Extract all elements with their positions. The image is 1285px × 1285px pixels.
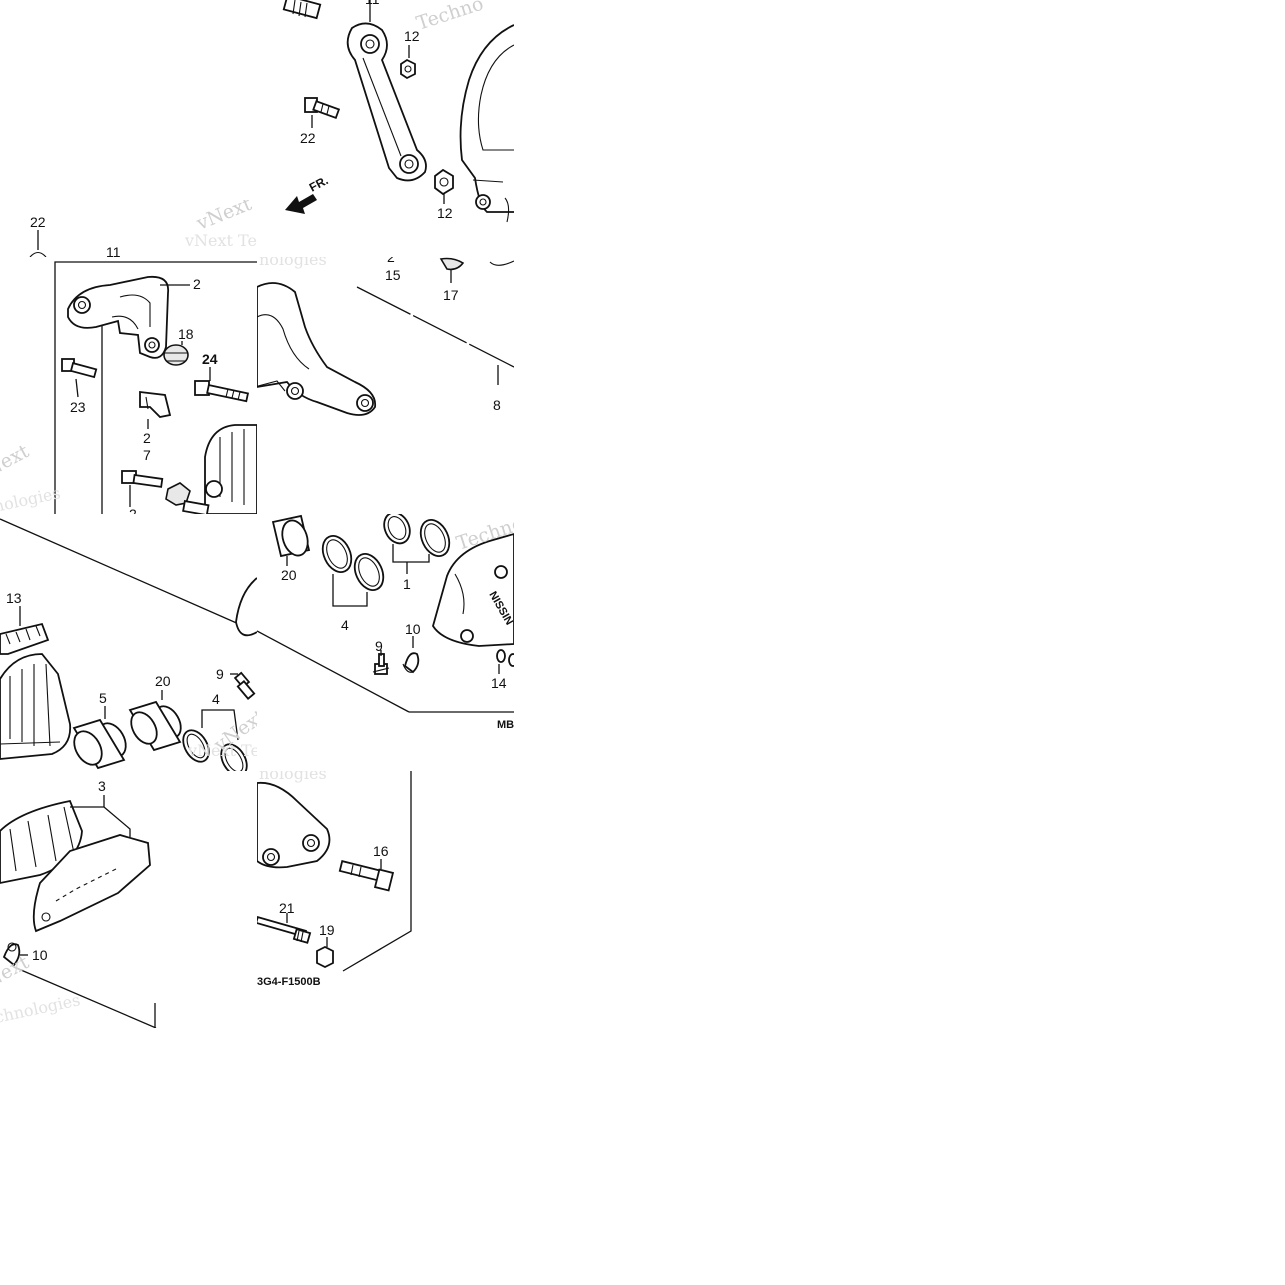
bolt-24-part [194, 380, 250, 403]
bolt-23-part [61, 358, 98, 379]
seal-4-part [182, 729, 248, 771]
callout-2-lower: 2 [129, 506, 137, 514]
boot-18-part [163, 344, 189, 366]
boot-17-part [439, 257, 465, 271]
callout-23: 23 [70, 399, 86, 415]
callout-9-a: 9 [216, 666, 224, 682]
watermark-mid-text: vNext Tec [184, 231, 257, 250]
brake-pad-part [0, 799, 151, 933]
bracket-right-part [459, 24, 514, 223]
piston-20-b-part [271, 514, 311, 558]
piston-5-part [72, 718, 127, 770]
seal-4-b-part [321, 535, 385, 591]
callout-4-b: 4 [341, 617, 349, 633]
watermark-g-text: nologies [259, 771, 327, 783]
callout-2-c: 2 [387, 257, 395, 265]
piston-20-part [128, 700, 182, 752]
callout-2-bracket: 2 [193, 276, 201, 292]
diagram-tile-caliper-mount: nologies 2 15 17 8 [257, 257, 514, 514]
pad-spring-13-part [0, 622, 50, 655]
bleeder-9-b-part [372, 653, 390, 675]
callout-12-bottom: 12 [437, 205, 453, 221]
watermark-f-text-2: chnologies [0, 990, 82, 1027]
caliper-mount-part [257, 282, 377, 416]
callout-17: 17 [443, 287, 459, 303]
callout-4-a: 4 [212, 691, 220, 707]
callout-9-b: 9 [375, 638, 383, 654]
diagram-tile-brake-pads: 3 10 vNext chnologies [0, 771, 257, 1028]
caliper-bracket-part [67, 275, 170, 359]
callout-3: 3 [98, 778, 106, 794]
callout-15: 15 [385, 267, 401, 283]
callout-20-b: 20 [281, 567, 297, 583]
callout-10-b: 10 [32, 947, 48, 963]
callout-1: 1 [403, 576, 411, 592]
callout-20-a: 20 [155, 673, 171, 689]
callout-24: 24 [202, 351, 218, 367]
front-direction-arrow: FR. [285, 173, 330, 214]
caliper-half-part [0, 653, 72, 760]
bleeder-9-part [233, 671, 256, 700]
front-direction-label: FR. [307, 173, 331, 194]
diagram-code-a: MB [497, 719, 514, 731]
callout-11-top: 11 [365, 0, 380, 7]
cap-10-part [402, 652, 420, 674]
diagram-tile-bracket: 2 18 24 23 2 7 [0, 257, 257, 514]
watermark-d-text: vNext Tec [187, 741, 257, 760]
seal-1-part [383, 514, 451, 557]
diagram-tile-caliper: 13 5 20 [0, 514, 257, 771]
caliper-half-right-part: NISSIN [432, 533, 514, 647]
plug-19-part [316, 945, 334, 969]
diagram-tile-pins: nologies 16 21 [257, 771, 514, 1028]
bolt-22-part [304, 97, 341, 120]
callout-10-a: 10 [405, 621, 421, 637]
callout-18: 18 [178, 326, 194, 342]
watermark-mid-text-2: vNext [193, 200, 255, 235]
watermark-text: Techno [414, 0, 486, 35]
watermark-left-text: vNext [0, 440, 33, 487]
diagram-tile-caliper-pistons: 20 4 1 NISSIN [257, 514, 514, 771]
callout-12-top: 12 [404, 28, 420, 44]
callout-7: 7 [143, 447, 151, 463]
watermark-left-text-2: nologies [0, 483, 62, 514]
pad-spring-part [139, 390, 172, 418]
callout-11: 11 [106, 244, 121, 257]
pin-21-part [257, 916, 312, 944]
caliper-body-25-part [204, 424, 257, 514]
pin-16-part [338, 860, 395, 892]
diagram-strip-header: 22 11 vNext Tec vNext [0, 200, 257, 257]
callout-16: 16 [373, 843, 389, 859]
cap-10-b-part [2, 942, 21, 967]
bolt-top-part [282, 0, 322, 20]
watermark-c-text: nologies [259, 257, 327, 269]
caliper-edge-part [257, 781, 331, 869]
callout-2-clip: 2 [143, 430, 151, 446]
nut-top-part [400, 58, 416, 80]
callout-8: 8 [493, 397, 501, 413]
linkage-arm-part [346, 22, 427, 182]
nut-bottom-part [434, 168, 454, 196]
diagram-code-b: 3G4-F1500B [257, 976, 321, 988]
washer-14-part [496, 649, 514, 667]
callout-19: 19 [319, 922, 335, 938]
callout-21: 21 [279, 900, 295, 916]
slide-pin-part [121, 470, 210, 514]
callout-14: 14 [491, 675, 507, 691]
callout-5: 5 [99, 690, 107, 706]
diagram-tile-linkage: 11 12 22 12 [257, 0, 514, 257]
callout-13: 13 [6, 590, 22, 606]
callout-22-b: 22 [30, 214, 46, 230]
callout-22-a: 22 [300, 130, 316, 146]
